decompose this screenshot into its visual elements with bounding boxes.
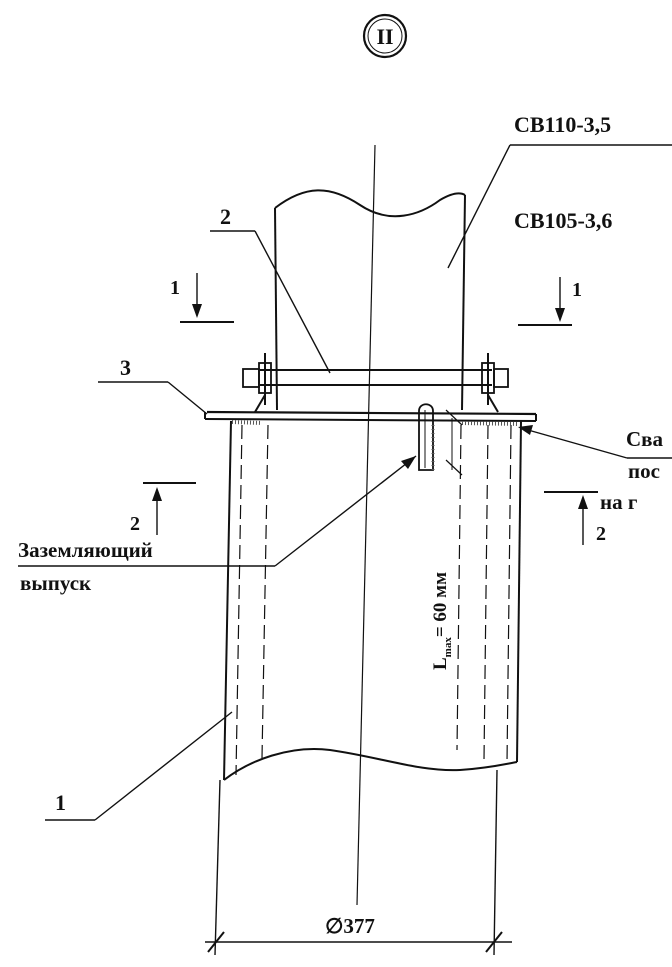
part-3-label: 3 [120, 355, 131, 380]
view-label-marker: II [362, 13, 408, 59]
part-3-leader [98, 381, 208, 415]
part-2-label: 2 [220, 204, 231, 229]
section-2-right-marker [544, 491, 598, 545]
weld-note-leader [518, 425, 672, 459]
clamp-bolt-assembly [242, 353, 509, 413]
weld-note-line-1: Сва [626, 427, 664, 451]
post-type-leader [447, 144, 672, 269]
section-2-right-label: 2 [596, 523, 606, 545]
grounding-label-line-2: выпуск [20, 571, 92, 595]
weld-length-sub: max [442, 637, 454, 658]
section-2-left-marker [143, 482, 196, 535]
center-axis [356, 144, 376, 906]
upper-post [274, 189, 466, 411]
grounding-leader [18, 455, 417, 567]
section-1-right-marker [518, 277, 572, 326]
part-1-label: 1 [55, 790, 66, 815]
diameter-dimension [205, 769, 512, 956]
weld-length-main: L [430, 657, 451, 670]
weld-note-line-2: пос [628, 459, 660, 483]
part-2-leader [210, 230, 331, 374]
section-1-left-marker [180, 273, 234, 323]
weld-length-value: = 60 мм [430, 572, 451, 637]
view-label-text: II [376, 24, 393, 49]
weld-length-label: Lmax= 60 мм [430, 572, 454, 670]
grounding-lug [418, 403, 435, 471]
section-2-left-label: 2 [130, 513, 140, 535]
post-type-label-1: СВ110-3,5 [514, 112, 611, 137]
base-plate [204, 410, 537, 422]
weld-length-dimension [445, 409, 463, 476]
section-1-right-label: 1 [572, 279, 582, 301]
post-type-label-2: СВ105-3,6 [514, 208, 612, 233]
section-1-left-label: 1 [170, 277, 180, 299]
lower-pipe [223, 420, 522, 781]
part-1-leader [45, 711, 233, 821]
weld-note-line-3: на г [600, 490, 637, 514]
diameter-label: ∅377 [325, 914, 375, 938]
grounding-label-line-1: Заземляющий [18, 538, 153, 562]
